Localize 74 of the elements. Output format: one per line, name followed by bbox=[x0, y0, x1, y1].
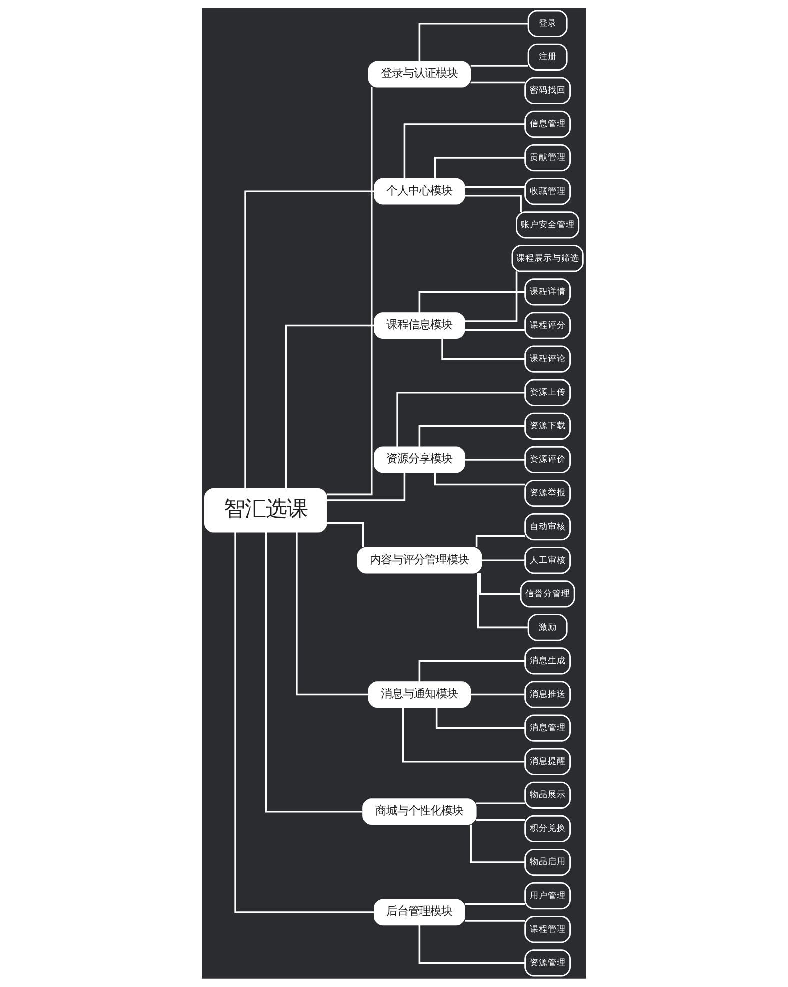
connector bbox=[482, 560, 526, 562]
node-box: 后台管理模块 bbox=[374, 899, 466, 926]
node-box: 登录 bbox=[528, 10, 568, 38]
connector bbox=[418, 926, 526, 964]
node-box: 课程展示与筛选 bbox=[512, 245, 584, 272]
node-box: 消息提醒 bbox=[524, 748, 571, 776]
node-box: 内容与评分管理模块 bbox=[357, 547, 482, 574]
node-box: 课程详情 bbox=[524, 278, 571, 306]
connector bbox=[470, 65, 528, 67]
connector bbox=[470, 824, 526, 864]
node-box: 消息推送 bbox=[524, 681, 571, 708]
connector bbox=[465, 903, 525, 906]
connector bbox=[436, 708, 526, 730]
connector bbox=[470, 82, 526, 84]
connector bbox=[476, 820, 526, 822]
connector bbox=[327, 522, 364, 548]
connector bbox=[479, 573, 521, 596]
connector bbox=[442, 338, 526, 360]
connector bbox=[402, 708, 526, 763]
connector bbox=[465, 186, 525, 188]
node-box: 用户管理 bbox=[524, 882, 571, 910]
node-box: 注册 bbox=[528, 44, 568, 71]
node-box: 收藏管理 bbox=[524, 178, 571, 206]
connector bbox=[476, 535, 526, 548]
node-box: 登录与认证模块 bbox=[368, 61, 472, 88]
node-box: 资源评价 bbox=[524, 446, 571, 474]
connector bbox=[326, 88, 373, 496]
connector bbox=[418, 22, 528, 62]
node-box: 资源举报 bbox=[524, 480, 571, 508]
connector bbox=[465, 329, 525, 331]
node-box: 课程评分 bbox=[524, 312, 571, 340]
connector bbox=[434, 472, 526, 486]
node-box: 信息管理 bbox=[524, 110, 571, 138]
node-box: 账户安全管理 bbox=[516, 212, 580, 239]
node-box: 智汇选课 bbox=[204, 488, 328, 533]
node-box: 资源下载 bbox=[524, 412, 571, 440]
node-box: 积分兑换 bbox=[524, 815, 571, 843]
connector bbox=[477, 574, 528, 629]
node-box: 人工审核 bbox=[524, 547, 571, 574]
node-box: 贡献管理 bbox=[524, 144, 571, 172]
node-box: 信誉分管理 bbox=[520, 580, 576, 608]
connector bbox=[465, 272, 518, 322]
connector bbox=[285, 324, 374, 489]
node-box: 物品启用 bbox=[524, 848, 571, 876]
node-box: 课程管理 bbox=[524, 916, 571, 944]
connector bbox=[404, 124, 526, 179]
node-box: 资源上传 bbox=[524, 379, 571, 406]
node-box: 课程评论 bbox=[524, 346, 571, 373]
connector bbox=[296, 532, 368, 696]
node-box: 消息与通知模块 bbox=[368, 682, 472, 708]
node-box: 个人中心模块 bbox=[374, 178, 466, 205]
node-box: 物品展示 bbox=[524, 782, 571, 809]
connector bbox=[244, 190, 374, 489]
connector bbox=[418, 291, 526, 313]
connector bbox=[465, 920, 525, 922]
connector bbox=[476, 802, 526, 805]
connector bbox=[396, 392, 526, 448]
node-box: 自动审核 bbox=[524, 513, 571, 541]
node-box: 消息管理 bbox=[524, 714, 571, 742]
connector bbox=[434, 157, 526, 179]
connector bbox=[465, 459, 525, 461]
connector bbox=[326, 473, 406, 502]
connector bbox=[234, 532, 374, 914]
connector bbox=[470, 694, 526, 696]
node-box: 商城与个性化模块 bbox=[362, 798, 477, 826]
node-box: 资源分享模块 bbox=[374, 446, 466, 474]
node-box: 课程信息模块 bbox=[374, 312, 466, 339]
connector bbox=[265, 532, 363, 813]
connector bbox=[418, 426, 526, 448]
node-box: 资源管理 bbox=[524, 950, 571, 977]
node-box: 消息生成 bbox=[524, 648, 571, 675]
node-box: 激励 bbox=[528, 614, 568, 642]
node-box: 密码找回 bbox=[524, 77, 571, 104]
connector bbox=[418, 660, 526, 682]
